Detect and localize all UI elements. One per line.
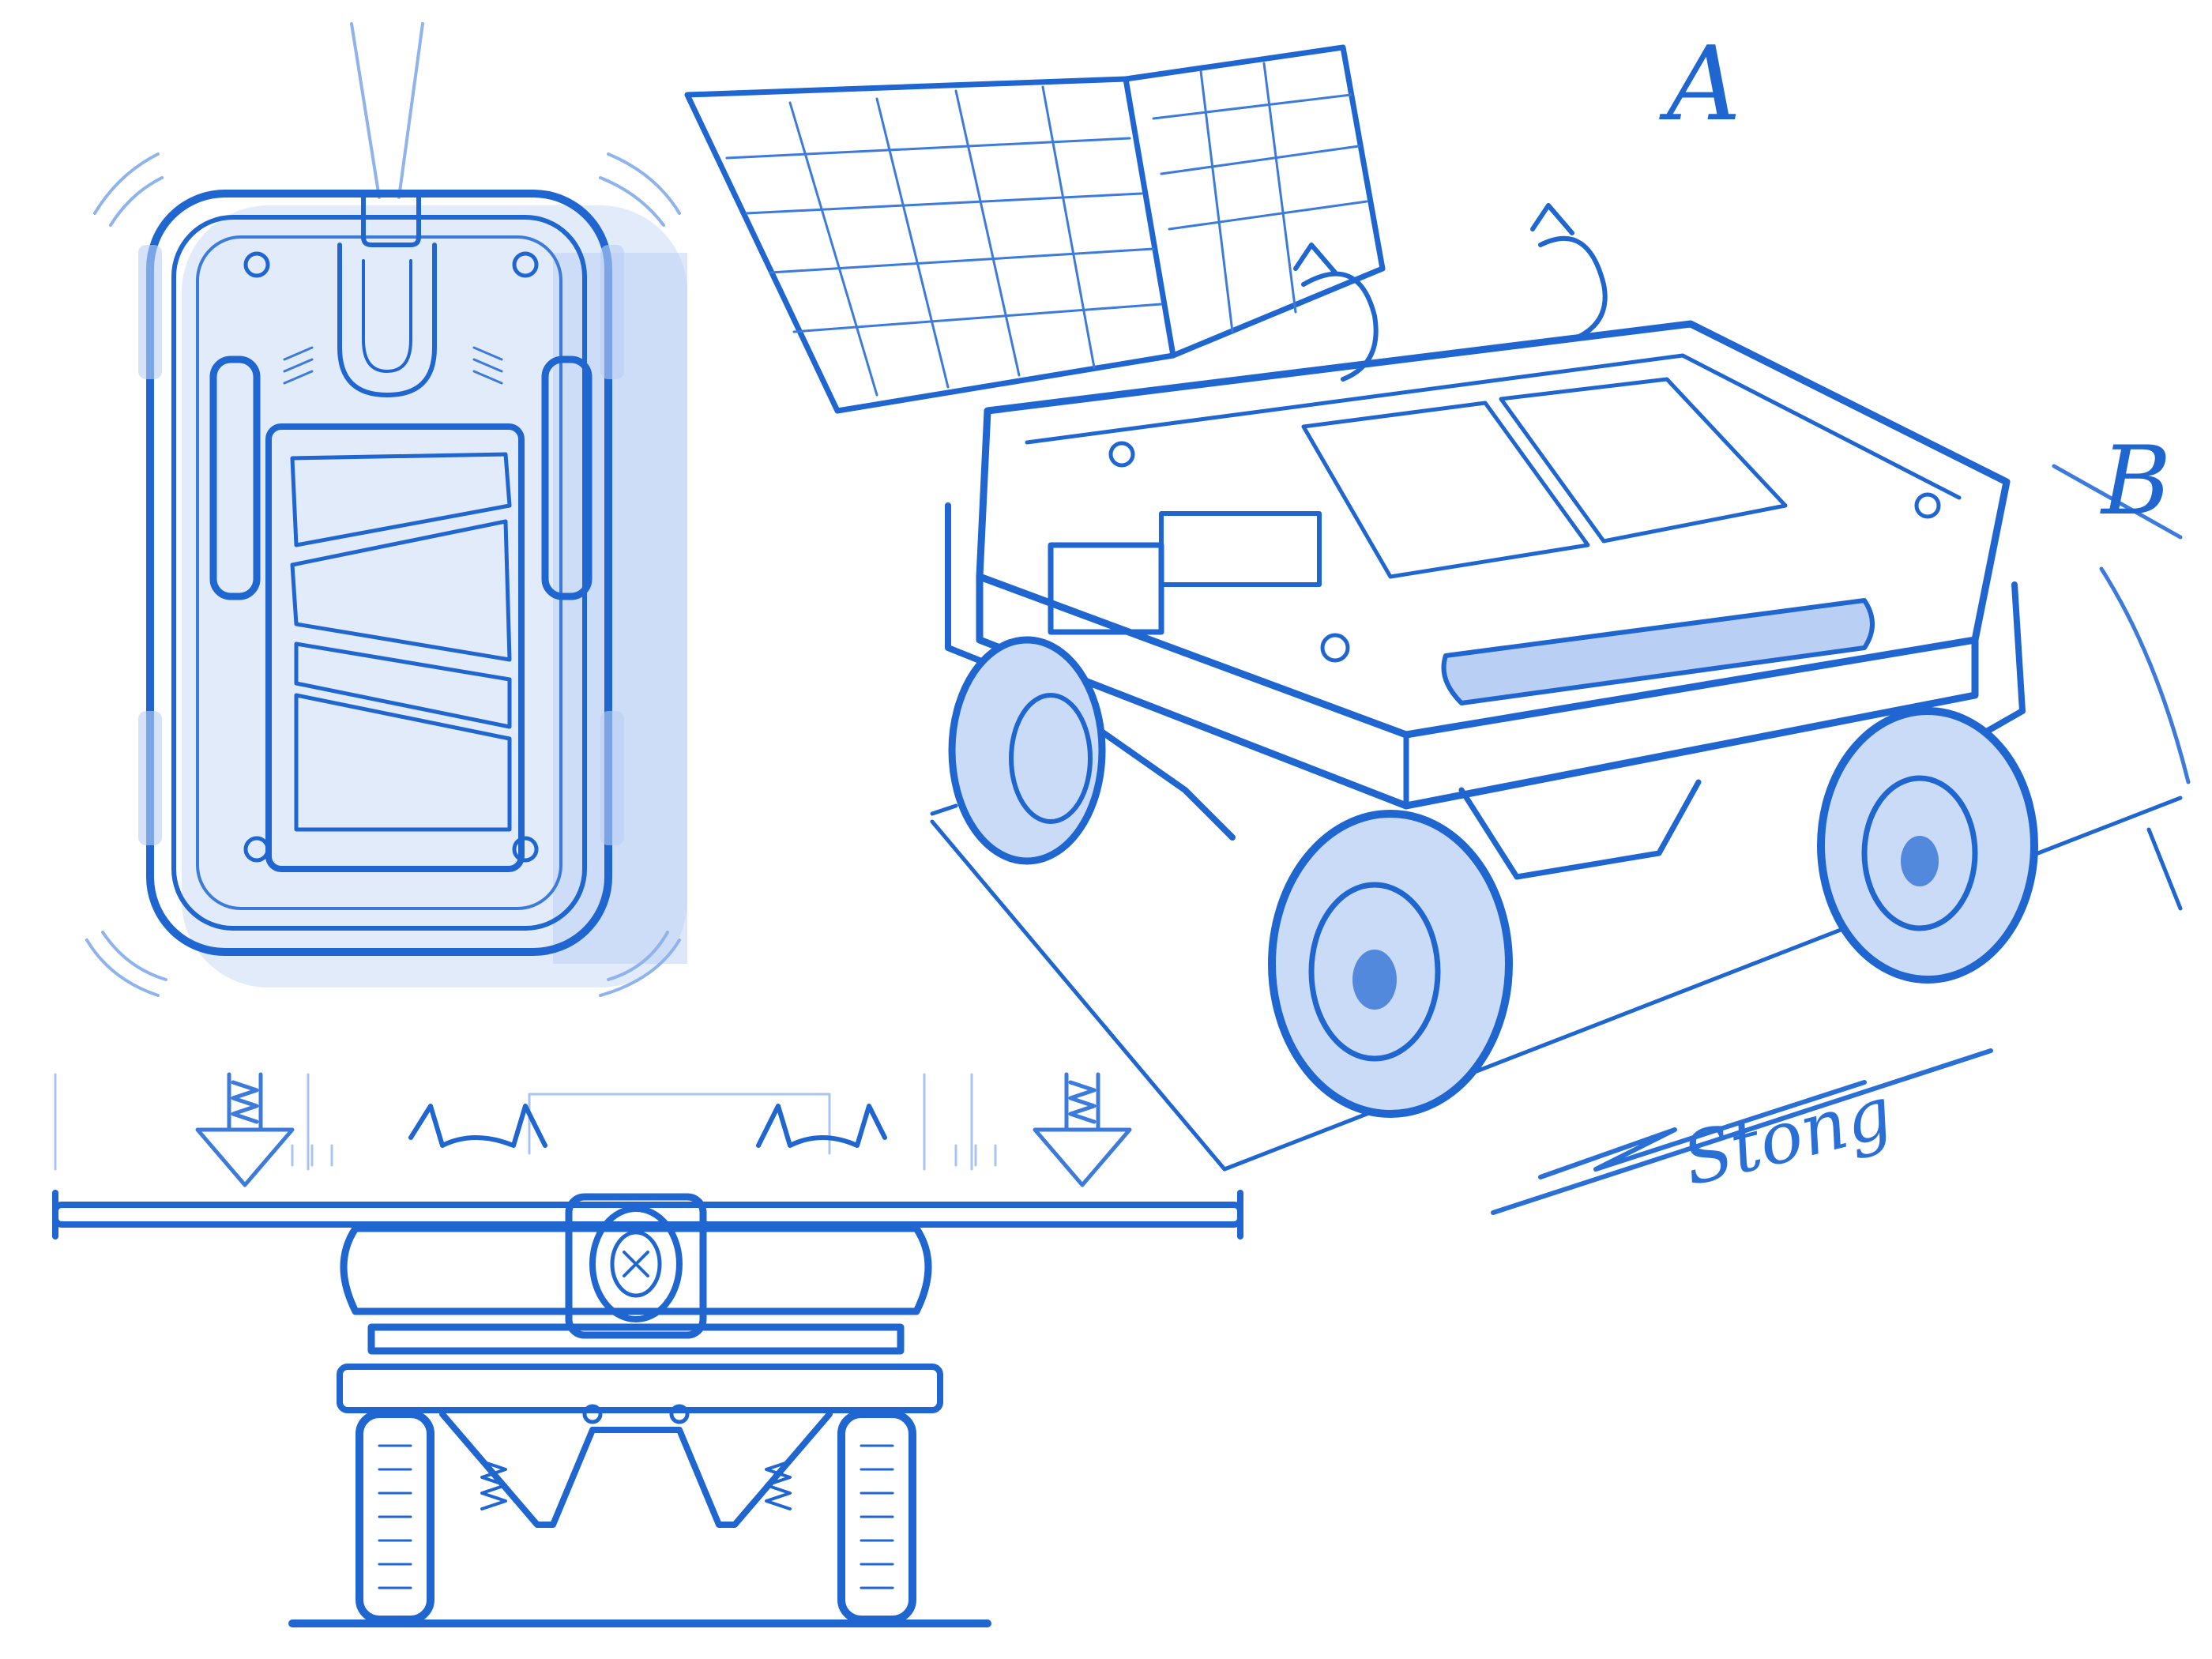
wheel-rear-left <box>948 636 1106 865</box>
front-body <box>340 1224 932 1315</box>
suspension-arms <box>439 1411 833 1528</box>
chassis-outline <box>146 190 612 956</box>
label-b: B <box>2101 427 2172 536</box>
bolt-icon <box>1108 441 1135 468</box>
vent-lines <box>283 346 503 385</box>
down-arrow-icon <box>1033 1072 1132 1187</box>
camera-lens-icon <box>589 1206 683 1322</box>
bolt-icon <box>243 836 270 863</box>
solar-panel <box>684 44 1386 414</box>
antenna-icon <box>350 22 424 199</box>
right-handle <box>541 356 592 600</box>
bolt-icon <box>512 836 539 863</box>
front-vent <box>1441 598 1875 705</box>
motion-arcs <box>85 152 681 997</box>
label-a: A <box>1667 24 1741 144</box>
bolt-icon <box>1914 492 1941 519</box>
wheels <box>948 636 2038 1118</box>
bolt-icon <box>512 251 539 278</box>
central-hatch <box>265 423 525 872</box>
ground-ticks <box>291 1144 997 1167</box>
bolt-icon <box>243 251 270 278</box>
down-arrow-icon <box>195 1072 295 1187</box>
left-handle <box>209 356 261 600</box>
bolt-icon <box>1320 633 1350 663</box>
